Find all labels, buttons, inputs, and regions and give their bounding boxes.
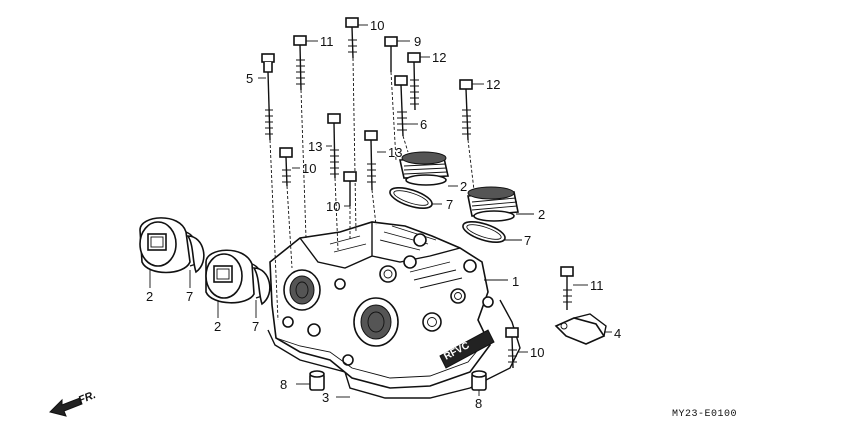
label-7-mid: 7 [252,319,259,334]
label-3: 3 [322,390,329,405]
bolt-10-mid [343,171,357,240]
part-labels: 5 11 10 9 12 12 6 13 13 10 10 2 7 2 7 1 … [146,18,621,411]
label-7-upper: 7 [446,197,453,212]
bolt-13-left [327,113,341,251]
label-6: 6 [420,117,427,132]
label-9: 9 [414,34,421,49]
label-5: 5 [246,71,253,86]
label-8-left: 8 [280,377,287,392]
label-4: 4 [614,326,621,341]
front-label: FR. [77,389,98,407]
label-2-right: 2 [538,207,545,222]
label-10-mid: 10 [326,199,340,214]
label-8-right: 8 [475,396,482,411]
leader-lines [149,24,612,398]
diagram-code: MY23-E0100 [672,409,737,420]
plug-2-upper [399,151,449,186]
oring-7-right [462,220,506,244]
oring-7-upper [389,186,433,210]
label-10-left: 10 [302,161,316,176]
label-13-left: 13 [308,139,322,154]
bolt-11-right [560,266,574,310]
cover-gasket [267,299,521,399]
bolt-10-lower [505,327,519,369]
bolt-6 [394,75,409,153]
bolt-5 [261,53,279,321]
bolt-12-upper [407,52,421,111]
oring-7-left [186,235,205,274]
cylinder-head-cover: RFVC [267,221,521,399]
label-11-top: 11 [320,34,334,49]
plug-2-right [467,186,519,222]
front-arrow: FR. [49,389,98,417]
label-1: 1 [512,274,519,289]
bolt-10-top [345,17,359,233]
label-7-right: 7 [524,233,531,248]
label-10-top: 10 [370,18,384,33]
cap-2-mid [205,249,265,304]
label-10-lower: 10 [530,345,544,360]
label-13-right: 13 [388,145,402,160]
label-2-upper: 2 [460,179,467,194]
front-arrow-icon [49,397,83,417]
bolt-11-top [293,35,307,239]
label-2-mid: 2 [214,319,221,334]
label-11-right: 11 [590,278,604,293]
bolt-12-right [459,79,475,191]
label-12-upper: 12 [432,50,446,65]
bolt-10-left [279,147,293,269]
cap-2-left [139,217,199,274]
dowel-8-left [309,370,325,391]
dowel-8-right [471,370,487,391]
label-2-left: 2 [146,289,153,304]
label-7-left: 7 [186,289,193,304]
oring-7-mid [252,267,271,306]
bolt-13-right [364,130,378,226]
bolt-9 [384,36,398,161]
breather-clamp-4 [554,317,606,345]
label-12-right: 12 [486,77,500,92]
